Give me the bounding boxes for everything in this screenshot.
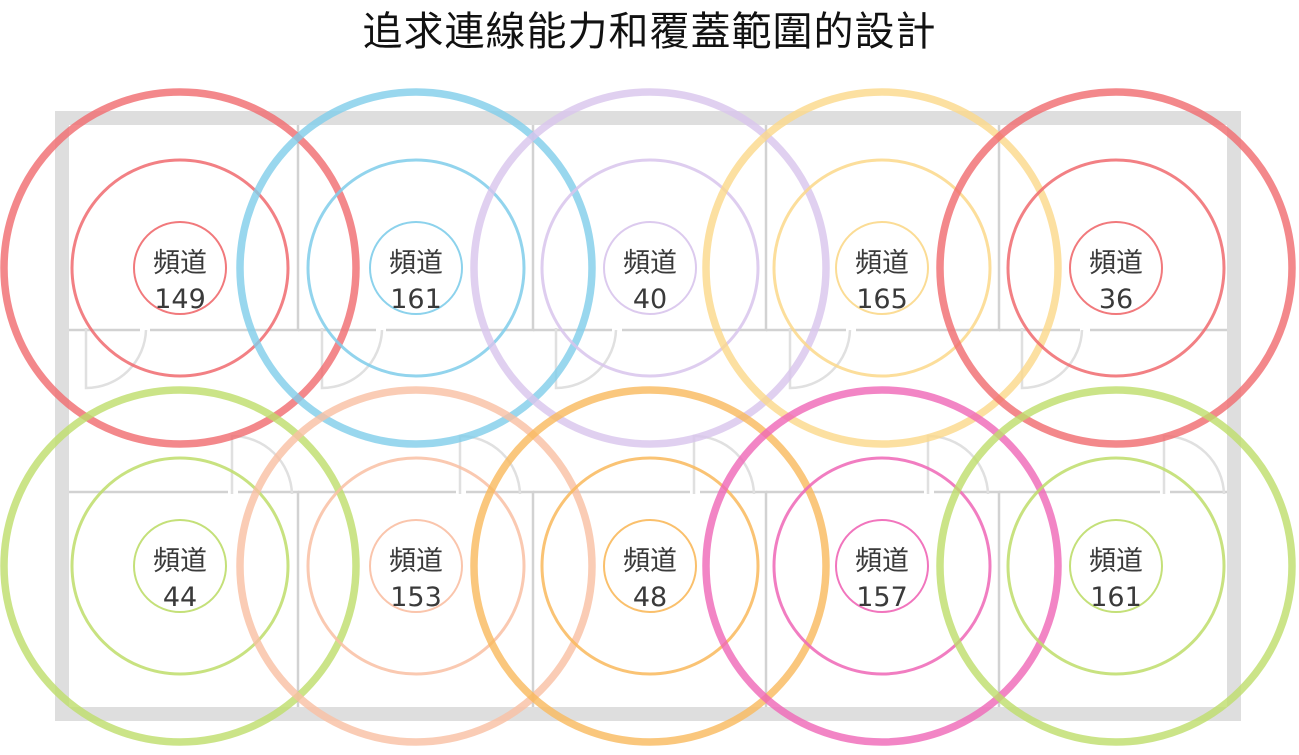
access-point-7: 頻道 153	[236, 386, 596, 746]
inner-coverage-ring	[70, 456, 290, 676]
channel-number: 157	[856, 582, 908, 613]
access-point-marker	[1069, 519, 1163, 613]
diagram-title: 追求連線能力和覆蓋範圍的設計	[362, 9, 937, 55]
outer-coverage-ring	[702, 88, 1062, 448]
access-point-4: 頻道 165	[702, 88, 1062, 448]
outer-coverage-ring	[236, 88, 596, 448]
outer-coverage-ring	[0, 88, 360, 448]
inner-coverage-ring	[772, 158, 992, 378]
channel-number: 40	[633, 284, 667, 315]
inner-coverage-ring	[306, 456, 526, 676]
outer-coverage-ring	[936, 386, 1296, 746]
access-point-marker	[133, 221, 227, 315]
access-point-1: 頻道 149	[0, 88, 360, 448]
channel-number: 44	[163, 582, 197, 613]
channel-label: 頻道	[855, 546, 909, 577]
channel-number: 48	[633, 582, 667, 613]
channel-label: 頻道	[153, 248, 207, 279]
access-point-marker	[835, 221, 929, 315]
outer-coverage-ring	[702, 386, 1062, 746]
channel-number: 153	[390, 582, 442, 613]
access-point-marker	[369, 221, 463, 315]
access-point-layer: 頻道 149 頻道 161 頻道 40 頻道 165 頻道 36 頻道 44 頻道 153 頻道 48 頻道 15…	[0, 88, 1296, 746]
outer-coverage-ring	[0, 386, 360, 746]
floor-plan-outer-wall	[55, 111, 1241, 721]
channel-number: 149	[154, 284, 206, 315]
channel-number: 161	[1090, 582, 1142, 613]
access-point-8: 頻道 48	[470, 386, 830, 746]
access-point-marker	[603, 519, 697, 613]
outer-coverage-ring	[470, 88, 830, 448]
channel-label: 頻道	[623, 248, 677, 279]
access-point-marker	[133, 519, 227, 613]
access-point-6: 頻道 44	[0, 386, 360, 746]
channel-label: 頻道	[855, 248, 909, 279]
channel-number: 161	[390, 284, 442, 315]
access-point-marker	[603, 221, 697, 315]
outer-coverage-ring	[236, 386, 596, 746]
channel-label: 頻道	[623, 546, 677, 577]
inner-coverage-ring	[772, 456, 992, 676]
outer-coverage-ring	[936, 88, 1296, 448]
inner-coverage-ring	[70, 158, 290, 378]
access-point-marker	[369, 519, 463, 613]
channel-label: 頻道	[389, 248, 443, 279]
inner-coverage-ring	[1006, 456, 1226, 676]
inner-coverage-ring	[540, 158, 760, 378]
floor-plan-interior-walls	[69, 125, 1227, 707]
access-point-marker	[1069, 221, 1163, 315]
channel-label: 頻道	[1089, 248, 1143, 279]
access-point-3: 頻道 40	[470, 88, 830, 448]
access-point-5: 頻道 36	[936, 88, 1296, 448]
channel-number: 36	[1099, 284, 1133, 315]
access-point-9: 頻道 157	[702, 386, 1062, 746]
channel-label: 頻道	[1089, 546, 1143, 577]
inner-coverage-ring	[540, 456, 760, 676]
outer-coverage-ring	[470, 386, 830, 746]
channel-label: 頻道	[389, 546, 443, 577]
access-point-10: 頻道 161	[936, 386, 1296, 746]
channel-label: 頻道	[153, 546, 207, 577]
inner-coverage-ring	[1006, 158, 1226, 378]
channel-number: 165	[856, 284, 908, 315]
access-point-2: 頻道 161	[236, 88, 596, 448]
inner-coverage-ring	[306, 158, 526, 378]
access-point-marker	[835, 519, 929, 613]
